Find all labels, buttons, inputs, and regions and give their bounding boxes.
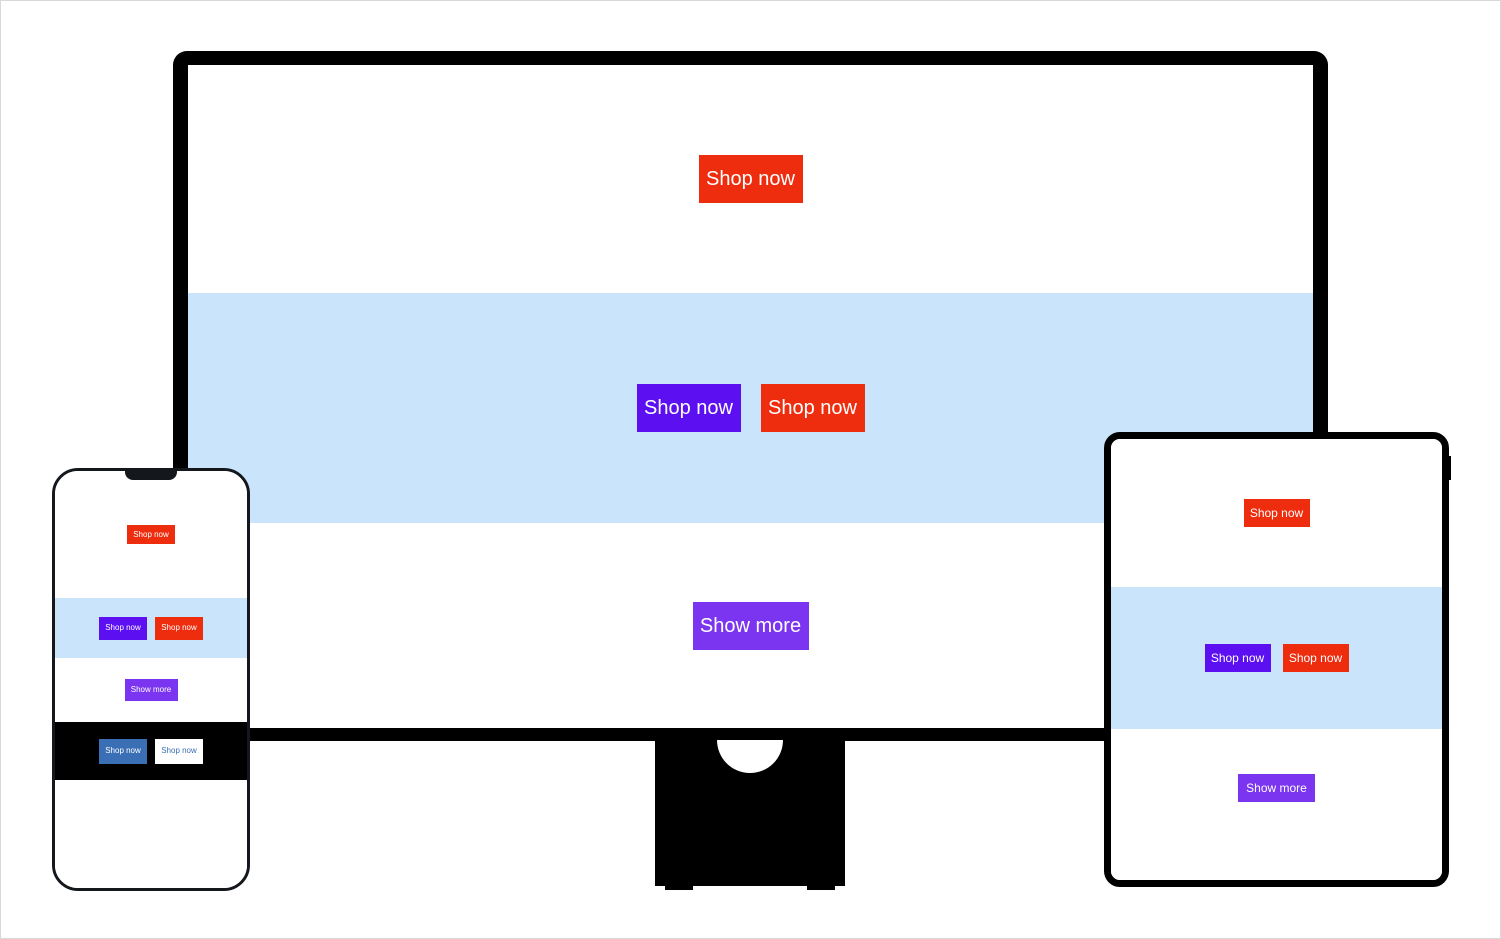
phone-shop-now-button-2[interactable]: Shop now xyxy=(99,616,147,640)
tablet-show-more-button[interactable]: Show more xyxy=(1238,773,1315,802)
phone-show-more-button[interactable]: Show more xyxy=(124,679,178,701)
phone-device: Shop now Shop now Shop now Show more Sho… xyxy=(52,468,250,891)
phone-volume-down-button[interactable] xyxy=(52,531,55,545)
tablet-band-white-bottom: Show more xyxy=(1111,729,1442,880)
tablet-shop-now-button-2[interactable]: Shop now xyxy=(1204,644,1271,672)
monitor-stand-neck xyxy=(655,740,845,890)
desktop-band-white-top: Shop now xyxy=(188,65,1313,293)
phone-band-white-middle: Show more xyxy=(55,658,247,722)
phone-notch xyxy=(125,471,177,480)
desktop-shop-now-button-3[interactable]: Shop now xyxy=(760,384,865,432)
tablet-screen: Shop now Shop now Shop now Show more xyxy=(1111,439,1442,880)
phone-shop-now-button-4[interactable]: Shop now xyxy=(99,738,147,764)
desktop-show-more-button[interactable]: Show more xyxy=(692,601,809,650)
desktop-shop-now-button-2[interactable]: Shop now xyxy=(636,384,741,432)
tablet-shop-now-button-3[interactable]: Shop now xyxy=(1282,644,1349,672)
phone-power-button[interactable] xyxy=(247,516,250,542)
phone-shop-now-button-5[interactable]: Shop now xyxy=(155,738,203,764)
tablet-shop-now-button-1[interactable]: Shop now xyxy=(1243,499,1310,527)
phone-volume-up-button[interactable] xyxy=(52,511,55,525)
monitor-stand-foot-left xyxy=(665,883,693,890)
phone-band-black: Shop now Shop now xyxy=(55,722,247,780)
tablet-device: Shop now Shop now Shop now Show more xyxy=(1104,432,1449,887)
phone-shop-now-button-3[interactable]: Shop now xyxy=(155,616,203,640)
desktop-shop-now-button-1[interactable]: Shop now xyxy=(698,155,803,203)
phone-band-white-bottom xyxy=(55,780,247,888)
phone-band-white-top: Shop now xyxy=(55,471,247,598)
phone-screen: Shop now Shop now Shop now Show more Sho… xyxy=(55,471,247,888)
monitor-stand-notch xyxy=(717,740,783,773)
phone-band-light-blue: Shop now Shop now xyxy=(55,598,247,658)
phone-shop-now-button-1[interactable]: Shop now xyxy=(127,525,175,544)
tablet-power-button[interactable] xyxy=(1442,463,1447,493)
tablet-band-white-top: Shop now xyxy=(1111,439,1442,587)
monitor-stand-foot-right xyxy=(807,883,835,890)
tablet-band-light-blue: Shop now Shop now xyxy=(1111,587,1442,729)
